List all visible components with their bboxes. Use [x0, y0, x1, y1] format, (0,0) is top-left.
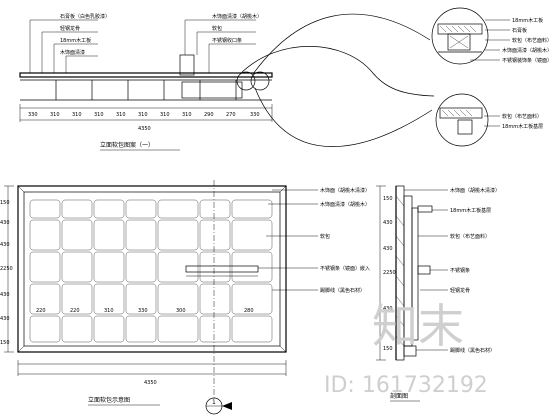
top-dim-6: 310 [138, 112, 148, 118]
detail-top-notes: 18mm木工板 石膏板 软包（布艺面料） 木饰面清漆（胡桃木） 不锈钢装饰条（镜… [502, 17, 552, 64]
side-left-dim-4: 2250 [383, 270, 396, 276]
top-note-left-2: 轻钢龙骨 [60, 25, 80, 32]
top-dim-9: 290 [204, 112, 214, 118]
section-marker-number: 1 [212, 399, 216, 406]
top-notes-right: 木饰面清漆（胡桃木） 软包 不锈钢收口条 [212, 13, 262, 44]
top-notes-left: 石膏板（白色乳胶漆） 轻钢龙骨 18mm木工板 木饰面清漆 [60, 13, 110, 56]
front-elevation-drawing [4, 180, 318, 400]
front-notes: 木饰面（胡桃木清漆） 木饰面清漆（胡桃木） 软包 不锈钢条（镜面）嵌入 踢脚线（… [320, 187, 370, 294]
top-total-dim: 4350 [138, 126, 151, 132]
front-row-dim-4: 330 [138, 308, 148, 314]
front-note-3: 软包 [320, 233, 330, 240]
side-left-dim-2: 430 [383, 220, 393, 226]
detail-top-note-4: 木饰面清漆（胡桃木） [502, 47, 552, 54]
top-note-left-4: 木饰面清漆 [60, 49, 85, 56]
front-row-dim-1: 220 [36, 308, 46, 314]
front-left-dim-2: 430 [0, 220, 10, 226]
front-left-dim-5: 430 [0, 292, 10, 298]
front-left-dims: 150 430 430 2250 430 430 150 [0, 200, 13, 346]
side-left-dim-3: 430 [383, 246, 393, 252]
detail-top-drawing [431, 7, 510, 65]
detail-top-note-3: 软包（布艺面料） [512, 37, 552, 44]
front-row-dim-6: 280 [244, 308, 254, 314]
side-note-6: 踢脚线（黑色石材） [450, 347, 495, 354]
front-left-dim-6: 430 [0, 316, 10, 322]
detail-top-note-1: 18mm木工板 [512, 17, 543, 24]
detail-bottom-drawing [435, 93, 500, 147]
top-dim-2: 310 [50, 112, 60, 118]
top-note-left-3: 18mm木工板 [60, 37, 91, 44]
side-left-dim-6: 150 [383, 346, 393, 352]
front-left-dim-7: 150 [0, 340, 10, 346]
section-marker: 1 [205, 397, 232, 415]
side-section-title: 剖面图 [390, 392, 408, 400]
top-note-right-2: 软包 [212, 25, 222, 32]
front-row-dim-2: 220 [70, 308, 80, 314]
top-dim-5: 310 [116, 112, 126, 118]
top-dim-10: 270 [226, 112, 236, 118]
watermark-id: ID: 161732192 [324, 373, 488, 398]
side-left-dim-1: 150 [383, 196, 393, 202]
side-note-1: 木饰面（胡桃木清漆） [450, 187, 500, 194]
front-row-dims: 220 220 310 330 300 280 [36, 308, 254, 314]
soft-panel-grid [29, 199, 273, 343]
side-note-5: 轻钢龙骨 [450, 287, 470, 294]
front-left-dim-4: 2250 [0, 266, 13, 272]
side-note-3: 软包（布艺面料） [450, 233, 490, 240]
front-left-dim-1: 150 [0, 200, 10, 206]
front-note-5: 踢脚线（黑色石材） [320, 287, 365, 294]
top-dim-11: 330 [250, 112, 260, 118]
top-note-left-1: 石膏板（白色乳胶漆） [60, 13, 110, 20]
top-note-right-3: 不锈钢收口条 [212, 37, 242, 44]
top-dim-4: 310 [94, 112, 104, 118]
top-note-right-1: 木饰面清漆（胡桃木） [212, 13, 262, 20]
front-note-2: 木饰面清漆（胡桃木） [320, 201, 370, 208]
top-dim-8: 310 [182, 112, 192, 118]
front-note-4: 不锈钢条（镜面）嵌入 [320, 265, 370, 272]
front-row-dim-5: 300 [176, 308, 186, 314]
front-left-dim-3: 430 [0, 242, 10, 248]
side-note-2: 18mm木工板基层 [450, 207, 491, 214]
top-section-drawing [19, 13, 435, 147]
detail-top-note-2: 石膏板 [512, 27, 527, 34]
front-elevation-title: 立面软包示意图 [88, 396, 130, 404]
front-row-dim-3: 310 [104, 308, 114, 314]
detail-bottom-note-2: 18mm木工板基层 [502, 123, 543, 130]
detail-bottom-note-1: 软包（布艺面料） [502, 113, 542, 120]
side-section-drawing [376, 185, 448, 361]
detail-bottom-notes: 软包（布艺面料） 18mm木工板基层 [502, 113, 543, 130]
side-left-dim-5: 430 [383, 306, 393, 312]
detail-top-note-5: 不锈钢装饰条（镜面） [502, 57, 552, 64]
watermark-logo-text: 知末 [372, 299, 464, 353]
top-dim-3: 310 [72, 112, 82, 118]
side-left-dims: 150 430 430 2250 430 150 [383, 196, 396, 352]
front-note-1: 木饰面（胡桃木清漆） [320, 187, 370, 194]
side-notes: 木饰面（胡桃木清漆） 18mm木工板基层 软包（布艺面料） 不锈钢条 轻钢龙骨 … [450, 187, 500, 354]
top-dimension-labels: 330 310 310 310 310 310 310 310 290 270 … [28, 112, 260, 132]
top-dim-1: 330 [28, 112, 38, 118]
top-section-title: 立面软包图案（一） [100, 141, 154, 149]
side-note-4: 不锈钢条 [450, 267, 470, 274]
top-dim-7: 310 [160, 112, 170, 118]
front-total-dim: 4350 [144, 380, 157, 386]
